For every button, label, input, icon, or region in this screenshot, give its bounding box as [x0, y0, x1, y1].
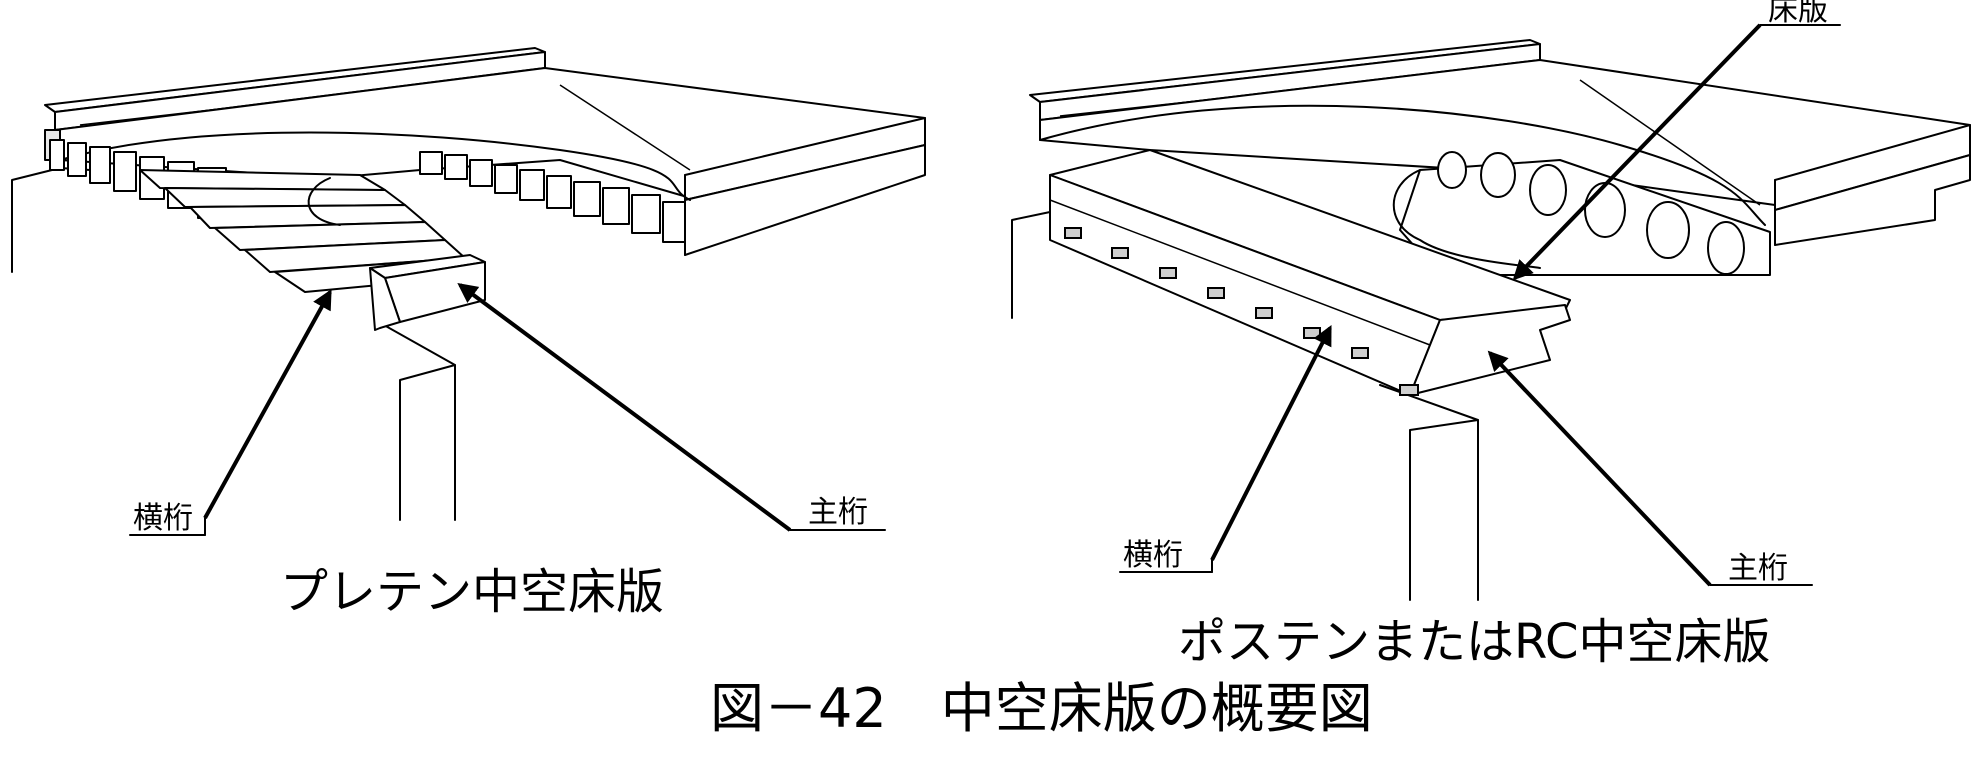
right-parapet	[1774, 124, 1971, 246]
right-cross-girder-label: 横桁	[1123, 538, 1183, 573]
right-main-girder-label: 主桁	[1728, 551, 1788, 586]
right-caption: ポステンまたはRC中空床版	[1178, 614, 1770, 670]
right-deck-slab-arrow	[1512, 23, 1762, 281]
right-bearings	[1064, 227, 1419, 396]
left-caption: プレテン中空床版	[280, 564, 664, 620]
left-main-girder-arrow	[457, 283, 792, 532]
right-diagram: 床版 横桁 主桁 ポステンまたはRC中空床版	[1011, 0, 1971, 670]
figure-title: 図－42 中空床版の概要図	[710, 677, 1373, 740]
right-pier	[1011, 211, 1479, 601]
right-deck-slab-label: 床版	[1768, 0, 1828, 28]
left-girder-end	[307, 177, 486, 331]
right-slab-top	[1039, 59, 1971, 206]
right-cross-girder-arrow	[1210, 325, 1332, 561]
right-hollow-core	[1392, 151, 1771, 276]
left-diagram: 横桁 主桁 プレテン中空床版	[11, 47, 926, 620]
left-main-girder-label: 主桁	[808, 495, 868, 530]
left-cross-girder-arrow	[203, 289, 332, 519]
left-box-girders-far	[419, 151, 686, 243]
right-main-block	[1049, 149, 1571, 396]
left-cross-girder-label: 横桁	[133, 501, 193, 536]
right-main-girder-arrow	[1487, 350, 1712, 587]
